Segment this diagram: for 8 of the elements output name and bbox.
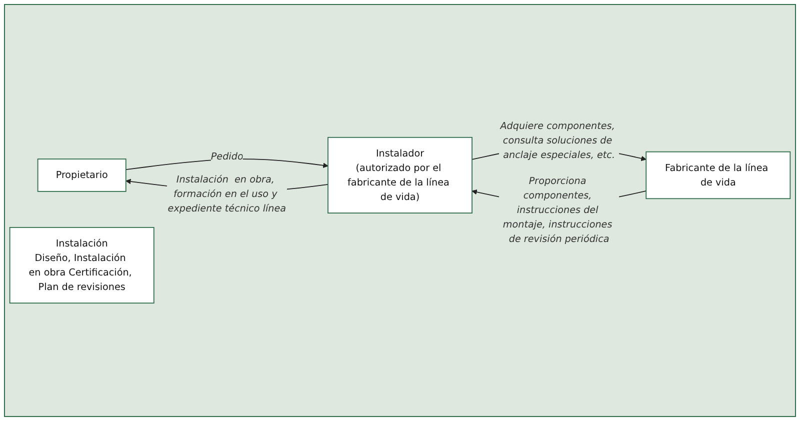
edge-label: Proporciona componentes, instrucciones del montaje, instrucciones de revisión periódica xyxy=(502,174,612,244)
node-box: Propietario xyxy=(37,158,126,192)
node-box: Instalador (autorizado por el fabricante de la línea de vida) xyxy=(328,136,472,214)
node-box: Fabricante de la línea de vida xyxy=(646,150,791,199)
edge-label: Pedido xyxy=(210,150,244,162)
edge-label: Adquiere componentes, consulta soluciones de anclaje especiales, etc. xyxy=(500,120,616,160)
node-box: Instalación Diseño, Instalación en obra Certificación, Plan de revisiones xyxy=(9,226,154,304)
edge-label: Instalación en obra, formación en el uso y expediente técnico línea xyxy=(168,172,286,214)
